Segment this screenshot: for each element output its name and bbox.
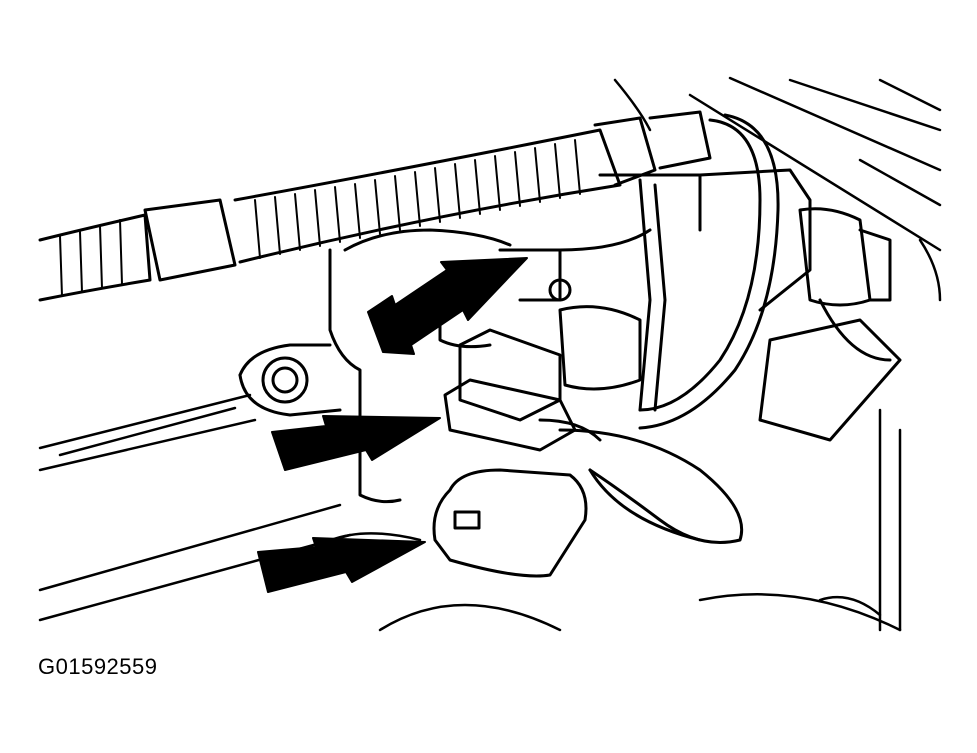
side-connector	[758, 207, 902, 442]
valve-body	[238, 168, 812, 504]
solenoid-connector	[443, 305, 642, 452]
vacuum-line	[638, 113, 780, 430]
figure-code: G01592559	[38, 654, 158, 679]
background-linework	[38, 76, 942, 632]
sensor-connector	[432, 428, 744, 578]
middle-arrow	[271, 415, 441, 471]
lower-arrow	[257, 537, 426, 593]
wiring-harness-hose	[38, 110, 712, 302]
upper-arrow	[367, 257, 528, 355]
